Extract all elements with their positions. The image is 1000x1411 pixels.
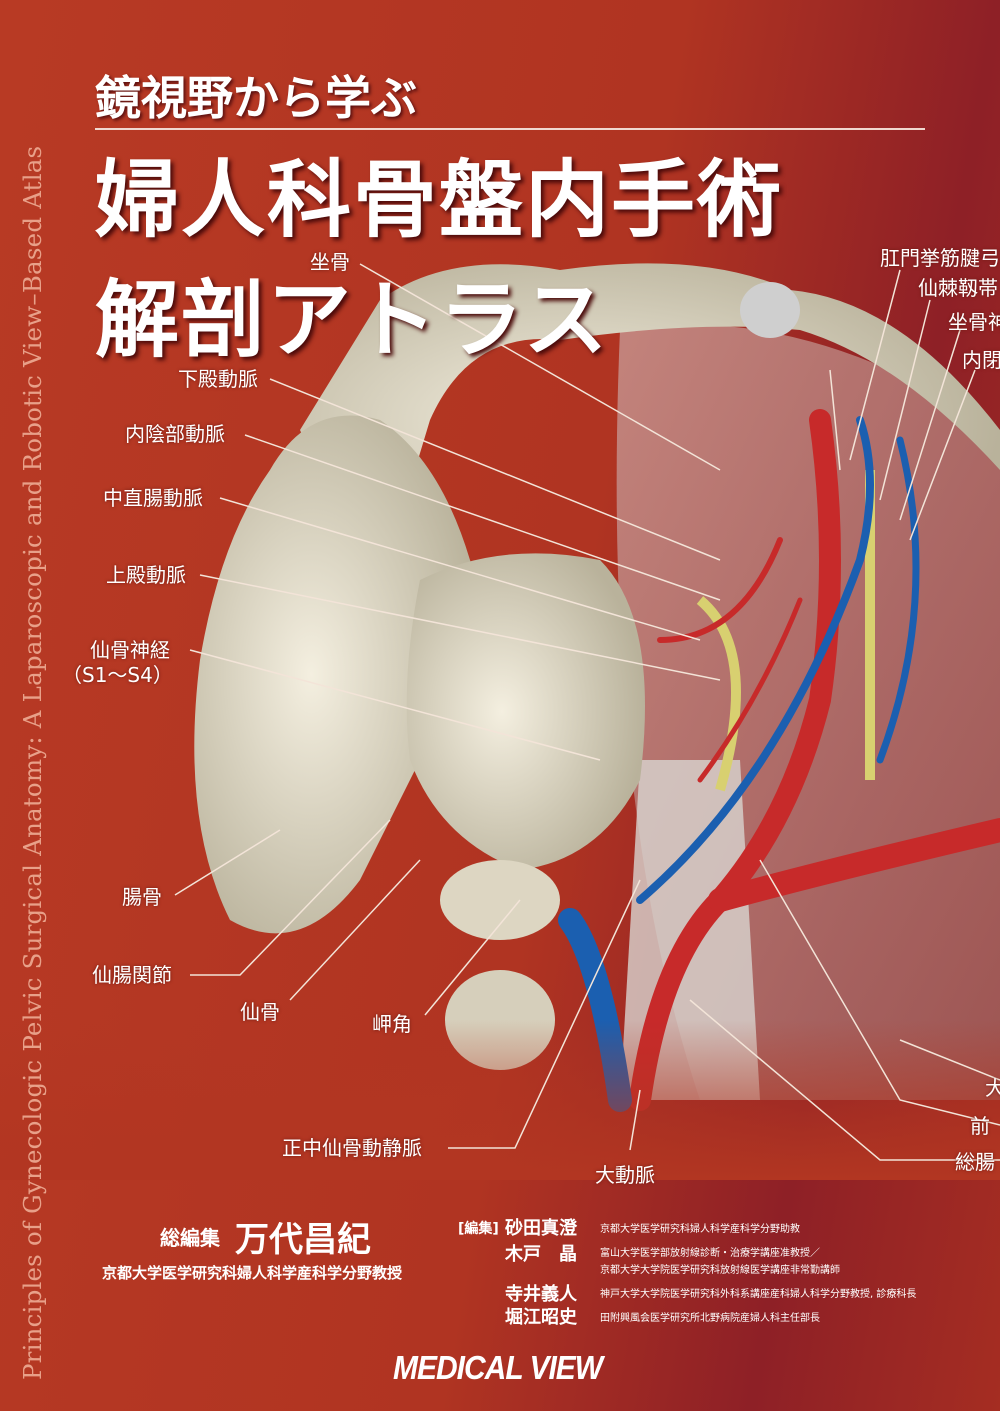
label-sacral-nerves-range: （S1～S4） — [62, 663, 173, 687]
label-right-5: 大 — [985, 1076, 1000, 1100]
label-right-4: 内閉 — [962, 348, 1000, 372]
editor-name: 堀江昭史 — [505, 1307, 577, 1328]
label-right-3: 坐骨神 — [948, 310, 1000, 334]
editor-name: 木戸 晶 — [505, 1244, 577, 1265]
label-aorta: 大動脈 — [595, 1163, 655, 1187]
editor-affiliation: 京都大学大学院医学研究科放射線医学講座非常勤講師 — [600, 1265, 840, 1276]
editor-name: 砂田真澄 — [505, 1218, 577, 1239]
label-right-1: 肛門挙筋腱弓 — [880, 246, 1000, 270]
title-line-2: 解剖アトラス — [95, 271, 610, 369]
vessels — [558, 409, 1000, 1112]
publisher-logo: MEDICAL VIEW — [393, 1350, 603, 1387]
editors-role: [編集] — [458, 1221, 499, 1237]
title-divider — [95, 128, 925, 130]
subtitle: 鏡視野から学ぶ — [95, 71, 417, 125]
label-sacrum: 仙骨 — [240, 1000, 280, 1024]
label-inferior-gluteal-artery: 下殿動脈 — [178, 367, 258, 391]
leader-lines — [174, 263, 1000, 1161]
label-sacral-nerves: 仙骨神経 — [90, 638, 170, 662]
editor-affiliation: 富山大学医学部放射線診断・治療学講座准教授／ — [600, 1248, 820, 1259]
label-sacroiliac-joint: 仙腸関節 — [92, 963, 172, 987]
label-promontory: 岬角 — [372, 1012, 412, 1036]
general-editor-name: 万代昌紀 — [235, 1220, 371, 1260]
label-ischium: 坐骨 — [310, 250, 350, 274]
label-middle-rectal-artery: 中直腸動脈 — [103, 486, 203, 510]
label-right-7: 総腸 — [955, 1150, 995, 1174]
general-editor-role: 総編集 — [160, 1226, 220, 1250]
editor-affiliation: 田附興風会医学研究所北野病院産婦人科主任部長 — [600, 1313, 820, 1324]
label-internal-pudendal-artery: 内陰部動脈 — [125, 422, 225, 446]
title-line-1: 婦人科骨盤内手術 — [95, 151, 784, 249]
label-ilium: 腸骨 — [122, 885, 162, 909]
editor-affiliation: 神戸大学大学院医学研究科外科系講座産科婦人科学分野教授, 診療科長 — [600, 1289, 917, 1300]
label-right-2: 仙棘靱帯 — [918, 276, 998, 300]
label-superior-gluteal-artery: 上殿動脈 — [106, 563, 186, 587]
spine-english-title: Principles of Gynecologic Pelvic Surgica… — [18, 145, 47, 1380]
editor-affiliation: 京都大学医学研究科婦人科学産科学分野助教 — [600, 1224, 800, 1235]
editor-name: 寺井義人 — [505, 1284, 577, 1305]
general-editor-affiliation: 京都大学医学研究科婦人科学産科学分野教授 — [102, 1264, 403, 1282]
label-median-sacral-vessels: 正中仙骨動静脈 — [282, 1136, 422, 1160]
bone-pelvis — [194, 263, 1000, 1070]
label-right-6: 前 — [970, 1114, 990, 1138]
